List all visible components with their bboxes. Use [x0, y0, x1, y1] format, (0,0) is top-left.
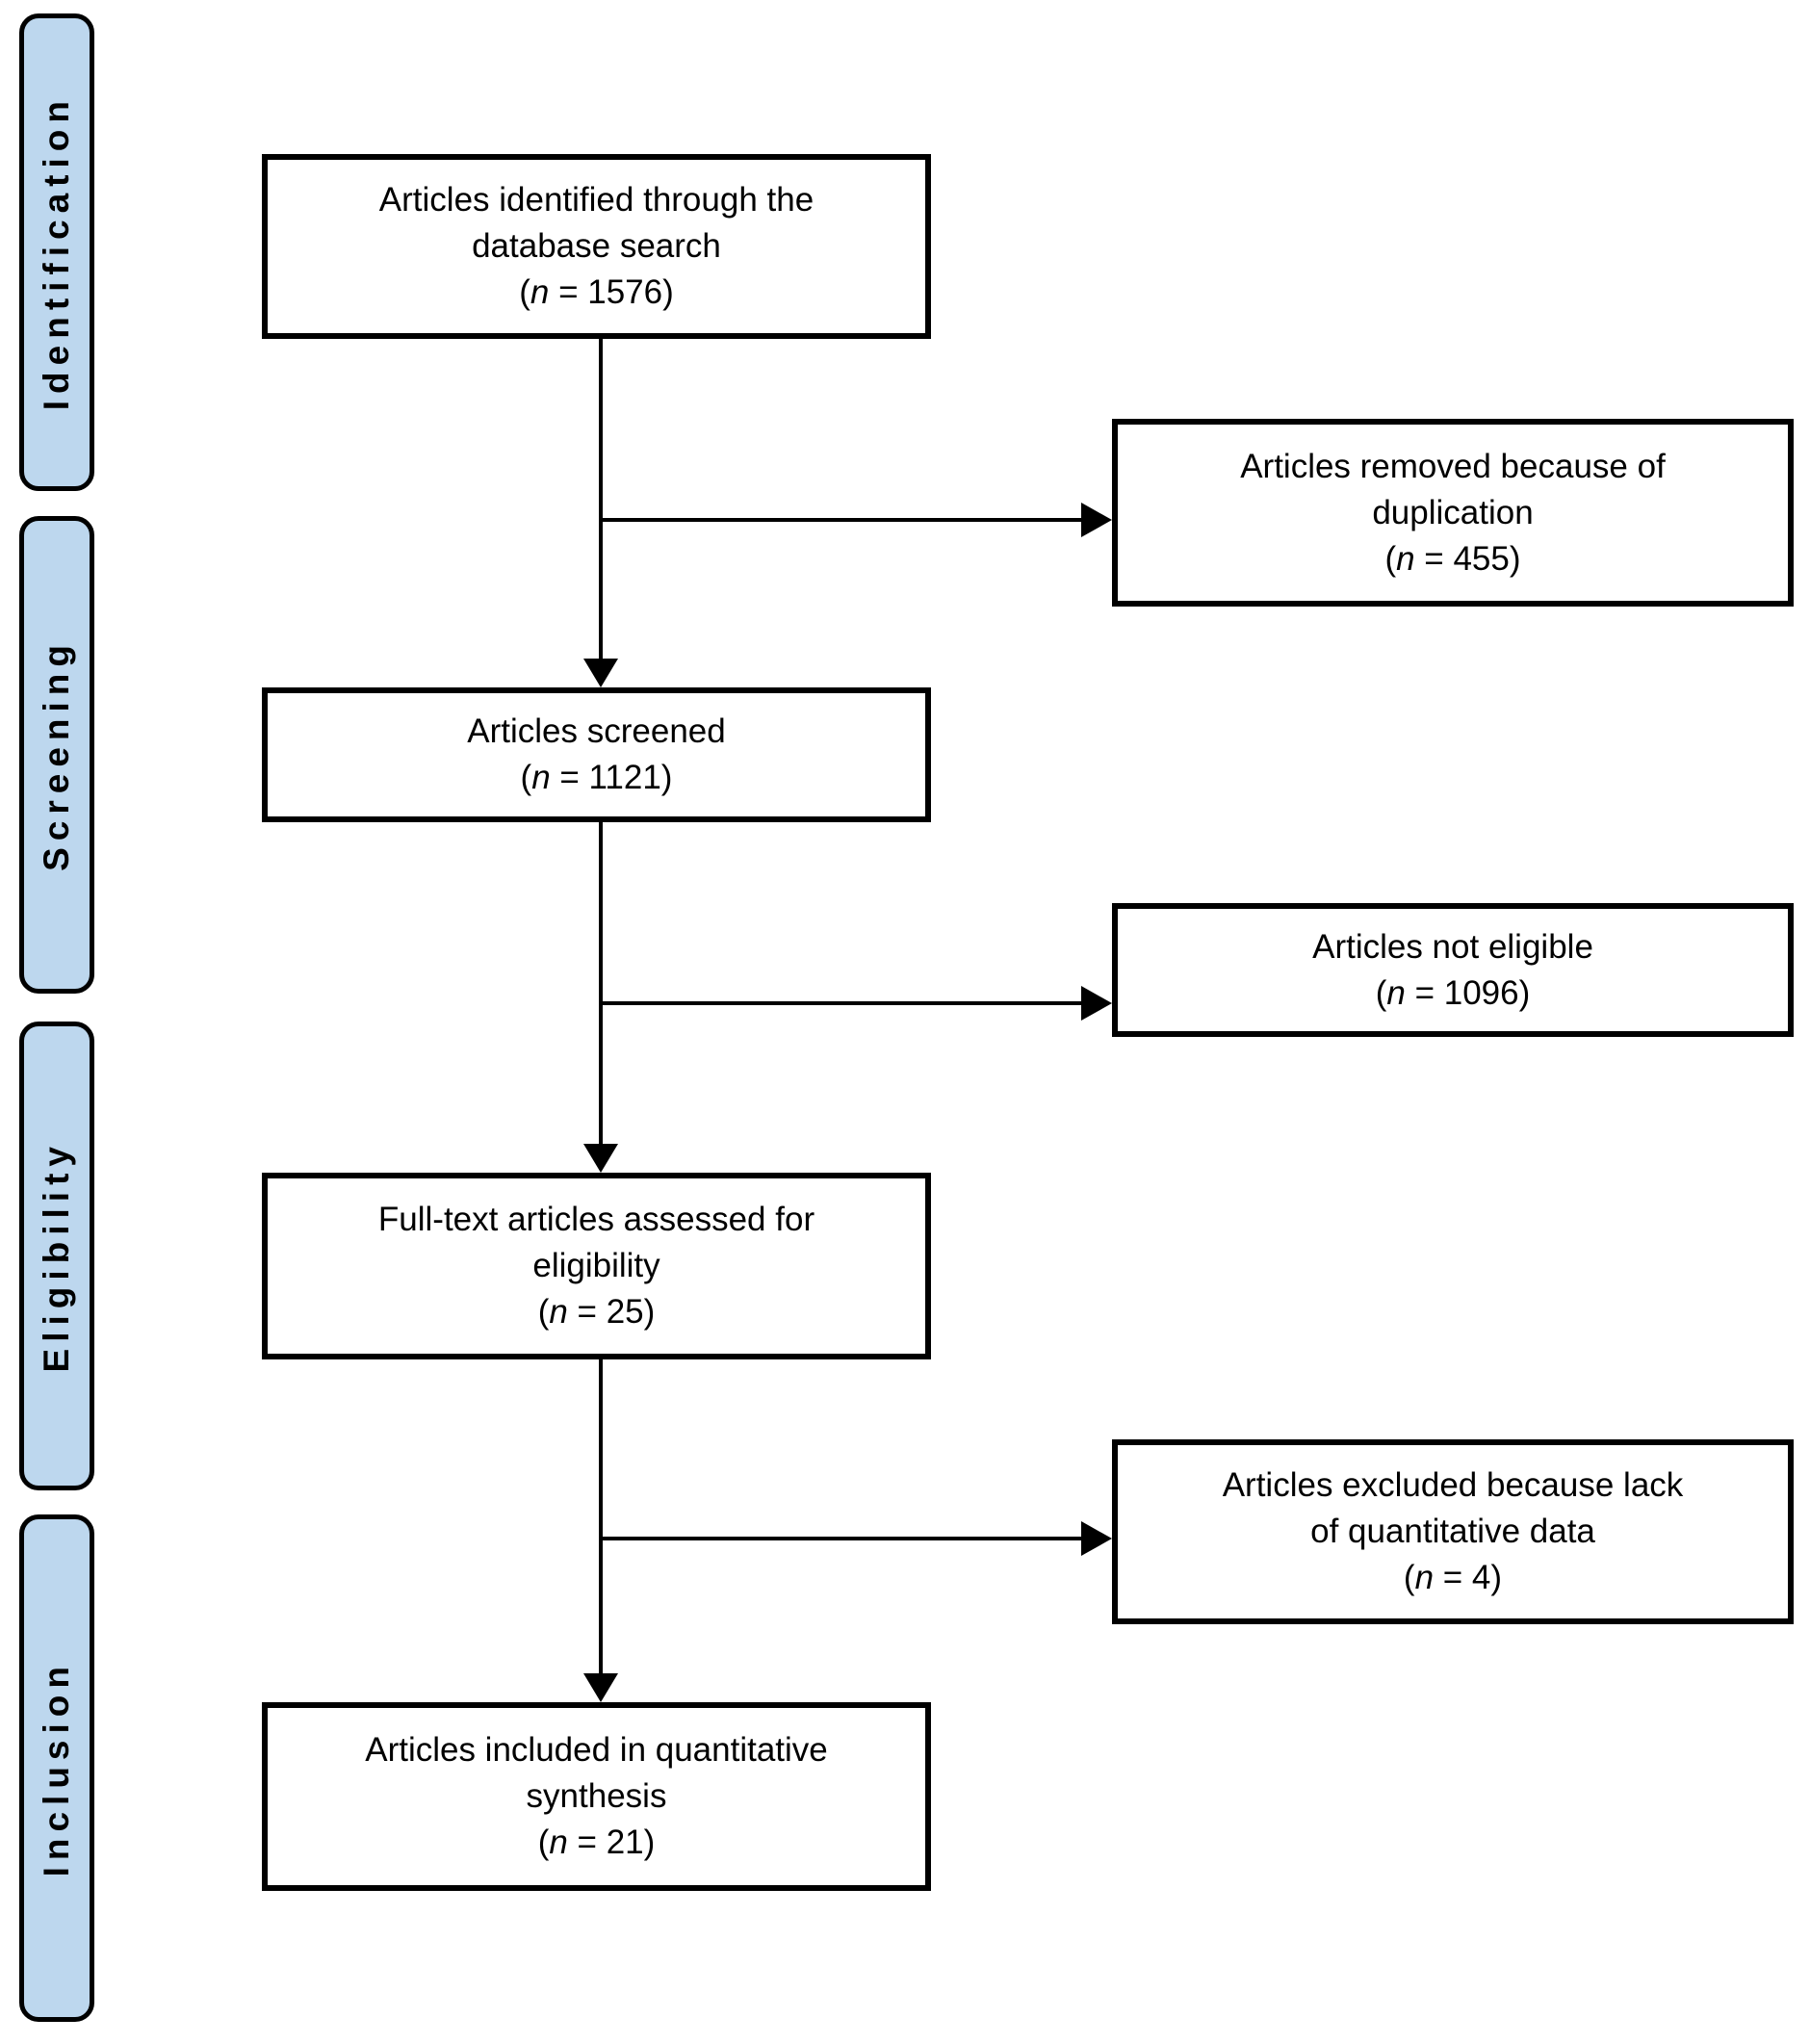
count-open: (	[1403, 1559, 1415, 1596]
count-n: n	[1396, 539, 1415, 578]
count-n: n	[531, 759, 551, 796]
arrowhead-into-screened	[583, 659, 618, 687]
connector-identified-to-screened	[599, 339, 603, 662]
count-open: (	[537, 1824, 550, 1861]
box-articles-screened-count: (n = 1121)	[521, 755, 673, 801]
arrowhead-into-duplication	[1081, 503, 1112, 537]
count-open: (	[520, 759, 532, 796]
box-not-eligible: Articles not eligible (n = 1096)	[1112, 903, 1794, 1037]
box-articles-screened-line-1: Articles screened	[467, 712, 726, 750]
box-articles-identified-line-2: database search	[472, 227, 721, 265]
box-excluded-no-quantitative-data: Articles excluded because lack of quanti…	[1112, 1439, 1794, 1624]
count-n: n	[1386, 973, 1406, 1012]
count-n: n	[549, 1293, 568, 1331]
count-value: = 455)	[1414, 539, 1521, 578]
box-removed-duplication-line-2: duplication	[1372, 493, 1534, 531]
connector-branch-duplication	[599, 518, 1082, 522]
count-open: (	[1384, 539, 1397, 578]
arrowhead-into-included	[583, 1673, 618, 1702]
stage-inclusion-label: Inclusion	[37, 1659, 76, 1877]
count-n: n	[549, 1824, 568, 1861]
box-fulltext-assessed: Full-text articles assessed for eligibil…	[262, 1173, 931, 1359]
box-excluded-line-1: Articles excluded because lack	[1222, 1466, 1684, 1504]
box-articles-included-line-1: Articles included in quantitative	[365, 1731, 828, 1769]
count-value: = 4)	[1434, 1559, 1503, 1596]
count-open: (	[1375, 973, 1387, 1012]
connector-branch-not-eligible	[599, 1001, 1082, 1005]
box-removed-duplication-count: (n = 455)	[1384, 536, 1520, 582]
arrowhead-into-fulltext	[583, 1144, 618, 1173]
count-n: n	[1414, 1559, 1435, 1596]
count-value: = 21)	[567, 1824, 656, 1861]
box-fulltext-assessed-count: (n = 25)	[538, 1289, 656, 1335]
count-n: n	[530, 273, 550, 311]
box-excluded-line-2: of quantitative data	[1310, 1513, 1595, 1550]
count-value: = 1096)	[1405, 973, 1531, 1012]
box-articles-included: Articles included in quantitative synthe…	[262, 1702, 931, 1891]
stage-screening-label: Screening	[37, 638, 76, 871]
stage-inclusion: Inclusion	[19, 1514, 94, 2022]
box-removed-duplication-line-1: Articles removed because of	[1240, 447, 1666, 485]
arrowhead-into-excluded	[1081, 1521, 1112, 1556]
box-not-eligible-line-1: Articles not eligible	[1312, 927, 1593, 966]
connector-branch-excluded	[599, 1537, 1082, 1540]
box-articles-identified-count: (n = 1576)	[519, 270, 674, 316]
box-articles-screened: Articles screened (n = 1121)	[262, 687, 931, 822]
stage-screening: Screening	[19, 516, 94, 994]
box-articles-identified-line-1: Articles identified through the	[378, 181, 814, 219]
box-fulltext-assessed-line-2: eligibility	[532, 1247, 660, 1284]
stage-identification-label: Identification	[37, 93, 76, 411]
box-articles-included-line-2: synthesis	[526, 1777, 667, 1815]
connector-screened-to-fulltext	[599, 822, 603, 1148]
count-value: = 1121)	[550, 759, 673, 796]
box-articles-included-count: (n = 21)	[538, 1820, 656, 1866]
box-excluded-count: (n = 4)	[1404, 1555, 1502, 1601]
stage-identification: Identification	[19, 13, 94, 491]
count-open: (	[537, 1293, 550, 1331]
box-not-eligible-count: (n = 1096)	[1376, 970, 1531, 1017]
connector-fulltext-to-included	[599, 1359, 603, 1677]
stage-eligibility: Eligibility	[19, 1022, 94, 1490]
count-value: = 1576)	[549, 273, 674, 311]
box-fulltext-assessed-line-1: Full-text articles assessed for	[377, 1201, 815, 1238]
arrowhead-into-not-eligible	[1081, 986, 1112, 1021]
box-removed-duplication: Articles removed because of duplication …	[1112, 419, 1794, 607]
stage-eligibility-label: Eligibility	[37, 1139, 76, 1373]
box-articles-identified: Articles identified through the database…	[262, 154, 931, 339]
count-value: = 25)	[567, 1293, 656, 1331]
count-open: (	[519, 273, 530, 311]
